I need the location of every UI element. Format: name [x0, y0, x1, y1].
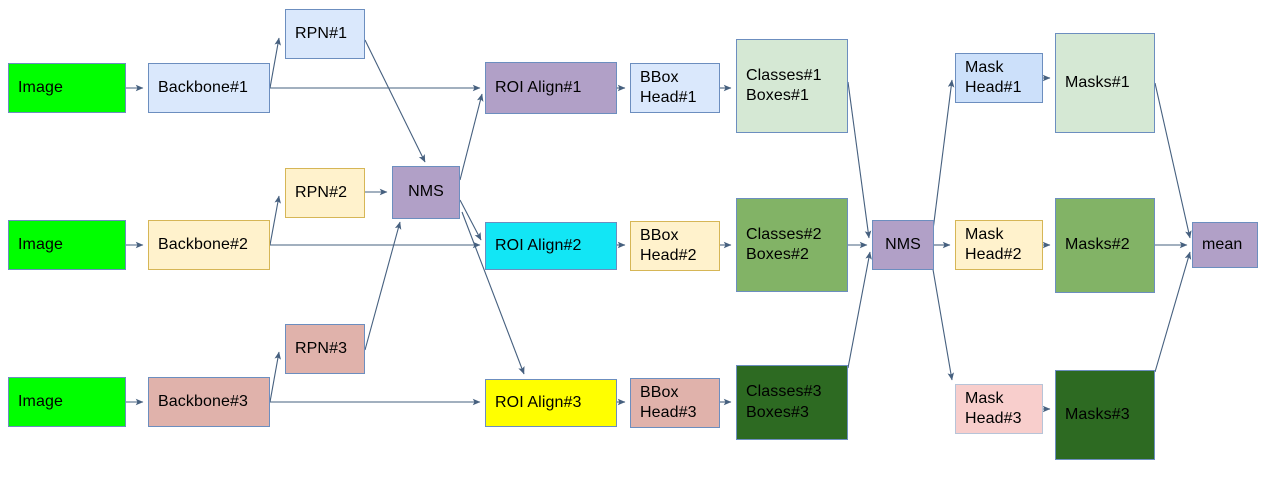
node-label-maskhead2: Mask: [965, 225, 1004, 243]
node-label-bboxhead1: BBox: [640, 68, 679, 86]
node-label-maskhead1-line2: Head#1: [965, 79, 1022, 96]
edge-classes3-to-nms2: [847, 251, 872, 369]
node-label-classes1-line2: Boxes#1: [746, 87, 809, 104]
node-label-bboxhead1-line2: Head#1: [640, 89, 697, 106]
edge-classes1-to-nms2: [847, 81, 872, 239]
node-label-classes2-line2: Boxes#2: [746, 246, 809, 263]
node-label-roialign1: ROI Align#1: [495, 78, 582, 96]
edge-backbone3-to-rpn3: [269, 351, 281, 403]
node-roialign3[interactable]: ROI Align#3: [485, 379, 617, 427]
edge-rpn3-to-nms1: [364, 221, 402, 351]
node-label-mean: mean: [1202, 235, 1243, 253]
edge-backbone1-to-rpn1: [269, 37, 281, 89]
node-backbone3[interactable]: Backbone#3: [148, 377, 270, 427]
node-label-roialign3: ROI Align#3: [495, 393, 582, 411]
node-rpn1[interactable]: RPN#1: [285, 9, 365, 59]
node-label-nms2: NMS: [885, 235, 921, 253]
node-nms1[interactable]: NMS: [392, 166, 460, 219]
node-label-classes2: Classes#2: [746, 225, 822, 243]
node-label-rpn1: RPN#1: [295, 24, 348, 42]
node-label-bboxhead2-line2: Head#2: [640, 247, 697, 264]
node-label-maskhead1: Mask: [965, 58, 1004, 76]
edge-masks3-to-mean: [1154, 251, 1192, 373]
node-label-masks2: Masks#2: [1065, 236, 1130, 254]
node-label-bboxhead3: BBox: [640, 383, 679, 401]
node-masks2[interactable]: Masks#2: [1055, 198, 1155, 293]
edge-nms2-to-maskhead1: [931, 79, 955, 239]
edge-nms2-to-maskhead3: [929, 251, 955, 381]
node-label-bboxhead3-line2: Head#3: [640, 404, 697, 421]
node-image1[interactable]: Image: [8, 63, 126, 113]
node-label-rpn2: RPN#2: [295, 183, 348, 201]
node-image2[interactable]: Image: [8, 220, 126, 270]
node-label-backbone3: Backbone#3: [158, 392, 248, 410]
node-label-rpn3: RPN#3: [295, 339, 348, 357]
node-rpn2[interactable]: RPN#2: [285, 168, 365, 218]
node-masks1[interactable]: Masks#1: [1055, 33, 1155, 133]
node-image3[interactable]: Image: [8, 377, 126, 427]
node-label-maskhead2-line2: Head#2: [965, 246, 1022, 263]
node-label-classes1: Classes#1: [746, 66, 822, 84]
node-backbone2[interactable]: Backbone#2: [148, 220, 270, 270]
node-label-backbone2: Backbone#2: [158, 235, 248, 253]
node-mean[interactable]: mean: [1192, 222, 1258, 268]
node-nms2[interactable]: NMS: [872, 220, 934, 270]
edge-nms1-to-roialign2: [459, 199, 482, 241]
node-backbone1[interactable]: Backbone#1: [148, 63, 270, 113]
node-label-image1: Image: [18, 78, 63, 96]
edge-nms1-to-roialign1: [459, 93, 484, 181]
edge-masks1-to-mean: [1154, 82, 1192, 239]
node-label-image2: Image: [18, 235, 63, 253]
node-label-maskhead3: Mask: [965, 389, 1004, 407]
node-label-maskhead3-line2: Head#3: [965, 410, 1022, 427]
node-label-nms1: NMS: [408, 183, 444, 201]
node-roialign2[interactable]: ROI Align#2: [485, 222, 617, 270]
node-label-classes3-line2: Boxes#3: [746, 403, 809, 421]
node-label-backbone1: Backbone#1: [158, 78, 248, 96]
node-rpn3[interactable]: RPN#3: [285, 324, 365, 374]
edge-rpn1-to-nms1: [364, 39, 426, 163]
node-label-roialign2: ROI Align#2: [495, 236, 582, 254]
node-label-image3: Image: [18, 392, 63, 410]
node-label-masks1: Masks#1: [1065, 73, 1130, 91]
node-masks3[interactable]: Masks#3: [1055, 370, 1155, 460]
node-label-bboxhead2: BBox: [640, 226, 679, 244]
node-label-classes3: Classes#3: [746, 383, 822, 401]
node-roialign1[interactable]: ROI Align#1: [485, 62, 617, 114]
node-label-masks3: Masks#3: [1065, 405, 1130, 423]
edge-backbone2-to-rpn2: [269, 195, 281, 246]
